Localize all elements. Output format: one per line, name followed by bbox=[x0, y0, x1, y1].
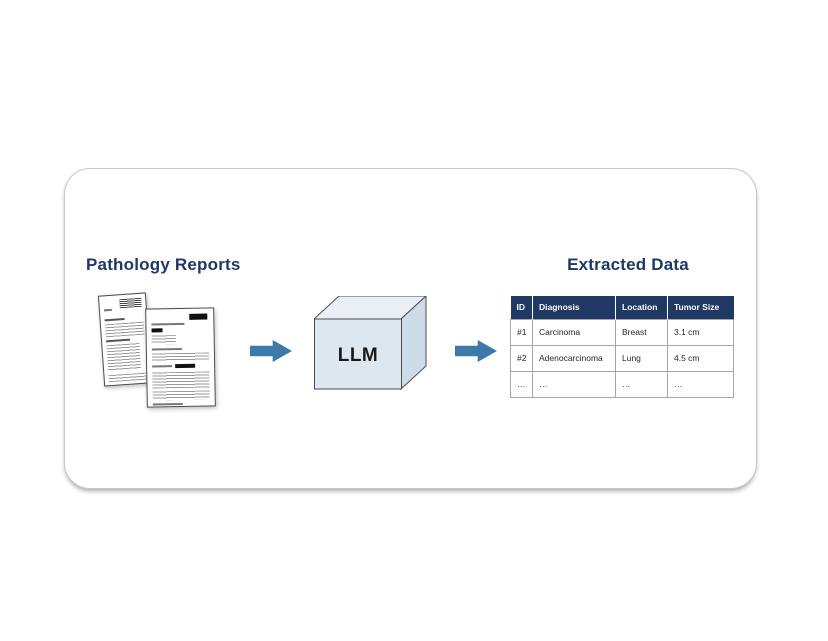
cell-id: #2 bbox=[510, 344, 533, 372]
date-line bbox=[103, 308, 112, 312]
table-header-row: ID Diagnosis Location Tumor Size bbox=[510, 296, 734, 319]
header-id: ID bbox=[510, 296, 533, 319]
pathology-report-document-back bbox=[97, 292, 153, 387]
title-line bbox=[151, 322, 185, 326]
cell-tumor-size: … bbox=[667, 370, 734, 398]
redaction-bar bbox=[189, 313, 208, 320]
text-lines bbox=[152, 371, 210, 389]
cell-location: Lung bbox=[615, 344, 668, 372]
text-lines bbox=[104, 321, 145, 338]
text-lines bbox=[152, 390, 210, 401]
text-line bbox=[151, 347, 182, 351]
header-location: Location bbox=[615, 296, 668, 319]
text-line bbox=[152, 402, 183, 406]
cell-location: … bbox=[615, 370, 668, 398]
cell-id: … bbox=[510, 370, 533, 398]
heading-line bbox=[104, 317, 125, 322]
text-lines bbox=[151, 352, 210, 362]
text-line bbox=[152, 365, 173, 368]
extracted-data-title: Extracted Data bbox=[567, 255, 689, 274]
heading-line bbox=[106, 338, 131, 343]
cell-location: Breast bbox=[615, 318, 668, 346]
cell-diagnosis: Adenocarcinoma bbox=[532, 344, 616, 372]
text-lines bbox=[108, 372, 147, 383]
cell-diagnosis: Carcinoma bbox=[532, 318, 616, 346]
letterhead-scribble bbox=[119, 297, 142, 309]
table-row: #2 Adenocarcinoma Lung 4.5 cm bbox=[510, 344, 734, 372]
redaction-bar bbox=[175, 363, 196, 369]
header-diagnosis: Diagnosis bbox=[532, 296, 616, 319]
redaction-bar bbox=[151, 328, 163, 333]
cell-diagnosis: … bbox=[532, 370, 616, 398]
address-lines bbox=[151, 335, 176, 345]
pathology-report-document-front bbox=[145, 307, 216, 408]
cell-tumor-size: 3.1 cm bbox=[667, 318, 734, 346]
cube-front-face bbox=[314, 318, 402, 390]
table-row: … … … … bbox=[510, 370, 734, 398]
llm-label: LLM bbox=[338, 345, 379, 366]
table-row: #1 Carcinoma Breast 3.1 cm bbox=[510, 318, 734, 346]
llm-cube: LLM bbox=[314, 296, 427, 390]
pathology-reports-title: Pathology Reports bbox=[86, 255, 241, 274]
cell-id: #1 bbox=[510, 318, 533, 346]
cell-tumor-size: 4.5 cm bbox=[667, 344, 734, 372]
extracted-data-table: ID Diagnosis Location Tumor Size #1 Carc… bbox=[510, 296, 734, 398]
text-lines bbox=[106, 343, 142, 372]
header-tumor-size: Tumor Size bbox=[667, 296, 734, 319]
